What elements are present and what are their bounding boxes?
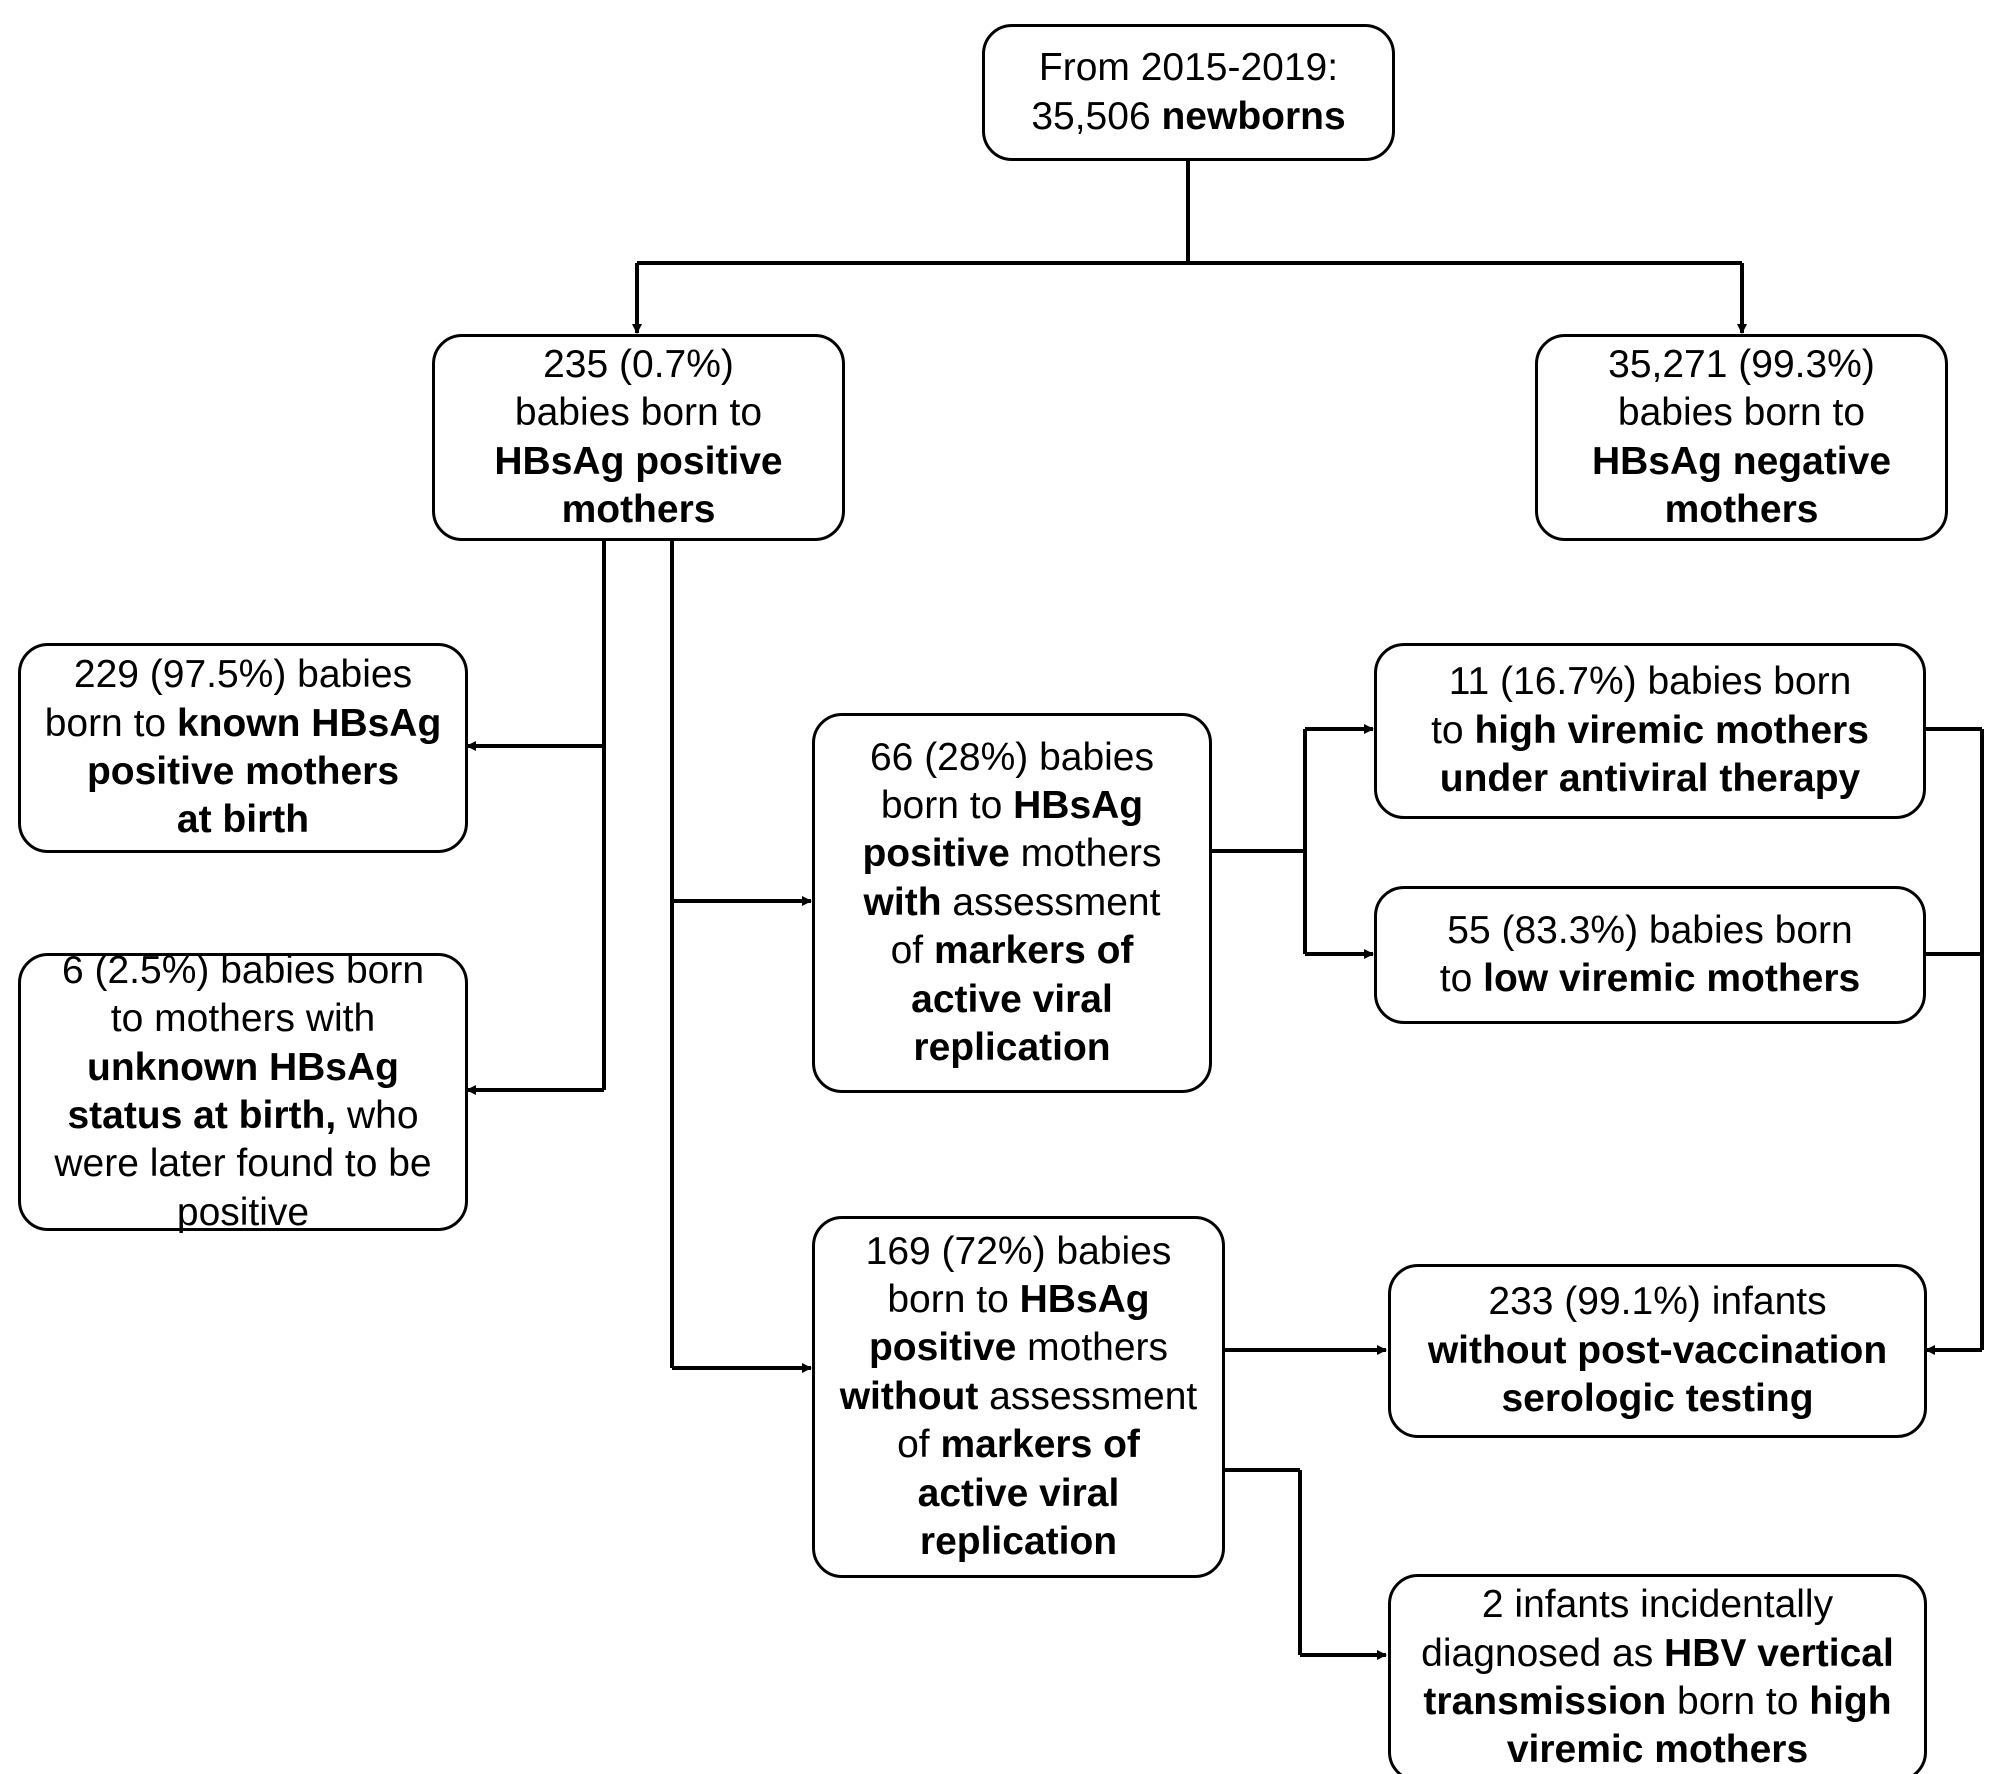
box-text: From 2015-2019: <box>1038 46 1339 90</box>
box-text: of <box>897 1423 941 1467</box>
box-text: 66 (28%) babies <box>869 735 1154 779</box>
box-text: 6 (2.5%) babies born <box>61 948 425 992</box>
box-text-bold: serologic testing <box>1501 1377 1814 1421</box>
box-text-bold: positive <box>862 832 1010 876</box>
box-text-bold: without <box>839 1374 979 1418</box>
box-text: assessment <box>978 1374 1198 1418</box>
box-text: to mothers with <box>110 997 376 1041</box>
box-text: babies born to <box>1617 391 1866 435</box>
box-text-bold: HBsAg negative <box>1591 439 1892 483</box>
box-text-bold: replication <box>919 1519 1118 1563</box>
box-text: 11 (16.7%) babies born <box>1448 660 1852 704</box>
box-text: born to <box>44 701 177 745</box>
box-text-bold: HBV vertical <box>1664 1631 1894 1675</box>
node-low-viremic: 55 (83.3%) babies born to low viremic mot… <box>1374 886 1926 1024</box>
box-text-bold: low viremic mothers <box>1483 957 1861 1000</box>
box-text-bold: transmission <box>1423 1680 1667 1723</box>
box-text-bold: with <box>863 880 942 924</box>
box-text: who <box>336 1094 419 1137</box>
box-text-bold: positive <box>868 1326 1017 1370</box>
box-text-bold: mothers <box>561 487 716 531</box>
box-text: were later found to be <box>54 1142 432 1186</box>
box-text: of <box>890 929 934 973</box>
box-text-bold: replication <box>913 1025 1111 1069</box>
box-text-bold: positive mothers <box>86 750 400 793</box>
node-total-newborns: From 2015-2019:35,506 newborns <box>982 24 1395 161</box>
box-text: 229 (97.5%) babies <box>73 653 413 697</box>
box-text-bold: status at birth, <box>67 1094 337 1137</box>
box-text: mothers <box>1009 832 1162 876</box>
box-text: to <box>1431 708 1475 752</box>
box-text: mothers <box>1016 1326 1169 1370</box>
box-text: positive <box>176 1190 310 1234</box>
box-text-bold: unknown HBsAg <box>87 1045 399 1089</box>
box-text: 233 (99.1%) infants <box>1488 1280 1827 1324</box>
box-text-bold: markers of <box>933 929 1134 973</box>
box-text: 55 (83.3%) babies born <box>1447 908 1853 952</box>
box-text: 2 infants incidentally <box>1481 1583 1834 1627</box>
box-text: born to <box>1666 1680 1810 1723</box>
box-text-bold: newborns <box>1161 94 1346 138</box>
box-text: born to <box>887 1278 1020 1322</box>
box-text-bold: viremic mothers <box>1506 1728 1809 1772</box>
box-text-bold: high viremic mothers <box>1474 708 1869 752</box>
box-text-bold: markers of <box>940 1423 1140 1467</box>
box-text-bold: mothers <box>1664 487 1819 531</box>
box-text-bold: at birth <box>176 798 310 842</box>
box-text: to <box>1439 957 1484 1000</box>
box-text-bold: HBsAg positive <box>494 439 783 483</box>
box-text: 235 (0.7%) <box>543 342 734 386</box>
box-text-bold: HBsAg <box>1013 784 1144 828</box>
box-text: 169 (72%) babies <box>865 1229 1172 1273</box>
box-text-bold: active viral <box>911 977 1113 1021</box>
box-text-bold: high <box>1809 1680 1892 1723</box>
box-text-bold: HBsAg <box>1019 1278 1150 1322</box>
box-text: born to <box>880 784 1014 828</box>
box-text-bold: under antiviral therapy <box>1439 757 1861 801</box>
box-text: diagnosed as <box>1421 1631 1665 1675</box>
box-text: 35,506 <box>1031 94 1162 138</box>
box-text-bold: without post-vaccination <box>1427 1328 1888 1372</box>
box-text: assessment <box>941 880 1161 924</box>
box-text: 35,271 (99.3%) <box>1608 342 1875 386</box>
box-text: babies born to <box>514 391 763 435</box>
box-text-bold: active viral <box>917 1471 1120 1515</box>
box-text-bold: known HBsAg <box>176 701 442 745</box>
